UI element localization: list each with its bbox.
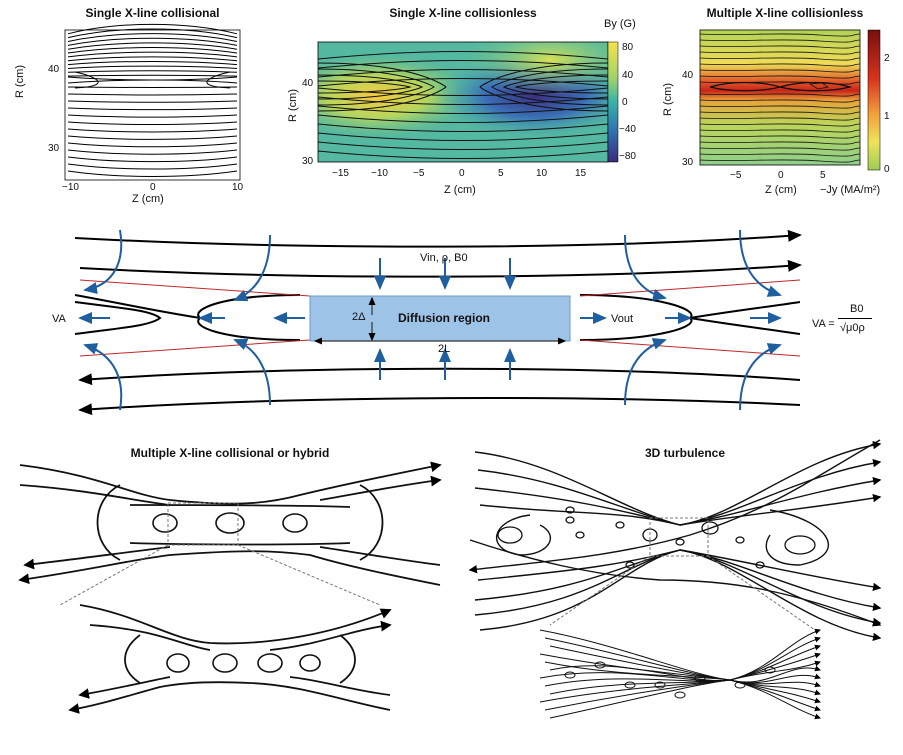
collisionless-colorbar-label: By (G) bbox=[604, 18, 636, 30]
field-line bbox=[68, 66, 237, 68]
plasmoid bbox=[595, 662, 605, 668]
field-line bbox=[68, 61, 237, 64]
panel-title-multiple-collisionless: Multiple X-line collisionless bbox=[700, 6, 870, 20]
multiple-colorbar-label: −Jy (MA/m²) bbox=[820, 184, 880, 196]
field-line bbox=[475, 550, 880, 623]
field-line bbox=[497, 515, 551, 555]
multiple-ytick-30: 30 bbox=[682, 157, 693, 168]
field-line bbox=[75, 72, 98, 88]
field-line bbox=[68, 43, 237, 49]
width-label: 2Δ bbox=[352, 311, 365, 323]
field-line bbox=[68, 129, 237, 132]
field-line bbox=[766, 510, 828, 565]
collisionless-colormap bbox=[318, 42, 608, 162]
field-line bbox=[470, 540, 880, 625]
collisional-ytick-30: 30 bbox=[48, 143, 59, 154]
field-line bbox=[68, 101, 237, 102]
collisionless-xtick: 10 bbox=[536, 168, 547, 179]
multiple-cbar-tick: 2 bbox=[884, 53, 890, 64]
collisionless-xlabel: Z (cm) bbox=[444, 184, 476, 196]
field-line bbox=[68, 38, 237, 45]
field-line bbox=[68, 164, 237, 169]
collisional-field-lines bbox=[65, 30, 240, 180]
collisional-xtick: 0 bbox=[150, 182, 156, 193]
length-label: 2L bbox=[438, 343, 450, 355]
multiple-ytick-40: 40 bbox=[682, 70, 693, 81]
multiple-cbar-tick: 0 bbox=[884, 164, 890, 175]
vout-label: Vout bbox=[611, 313, 633, 325]
collisionless-cbar-tick: −80 bbox=[619, 151, 636, 162]
collisionless-colorbar bbox=[608, 42, 618, 162]
collisionless-cbar-tick: 0 bbox=[622, 97, 628, 108]
field-line bbox=[68, 136, 237, 139]
field-line bbox=[68, 80, 237, 83]
field-line bbox=[545, 662, 820, 680]
inflow-label: Vin, ρ, B0 bbox=[420, 252, 468, 264]
collisionless-xtick: −15 bbox=[332, 168, 349, 179]
field-line bbox=[475, 444, 880, 525]
plasmoid bbox=[565, 672, 575, 678]
multiple-ylabel: R (cm) bbox=[662, 83, 674, 116]
plasmoid bbox=[625, 682, 635, 688]
multiple-xtick: 5 bbox=[820, 170, 826, 181]
multiple-collisionless-colormap bbox=[700, 30, 860, 165]
field-line bbox=[68, 94, 237, 95]
hybrid-diagram bbox=[20, 455, 460, 755]
collisional-xlabel: Z (cm) bbox=[132, 193, 164, 205]
turbulence-diagram bbox=[470, 440, 890, 740]
va-left-label: VA bbox=[52, 313, 66, 325]
field-line bbox=[68, 57, 237, 61]
field-line bbox=[478, 462, 880, 525]
collisionless-ylabel: R (cm) bbox=[287, 89, 299, 122]
field-line bbox=[68, 34, 237, 42]
collisionless-xtick: −10 bbox=[371, 168, 388, 179]
field-line bbox=[68, 115, 237, 117]
va-formula-left: VA = bbox=[812, 318, 835, 330]
multiple-xlabel: Z (cm) bbox=[765, 184, 797, 196]
collisionless-ytick-40: 40 bbox=[302, 78, 313, 89]
field-line bbox=[68, 108, 237, 110]
field-line bbox=[68, 171, 237, 176]
field-line bbox=[207, 72, 230, 88]
multiple-cbar-tick: 1 bbox=[884, 111, 890, 122]
field-line bbox=[68, 75, 237, 76]
va-formula-denominator: √μ0ρ bbox=[840, 322, 865, 334]
collisionless-xtick: −5 bbox=[413, 168, 424, 179]
collisionless-ytick-30: 30 bbox=[302, 156, 313, 167]
field-line bbox=[68, 150, 237, 154]
collisionless-cbar-tick: −40 bbox=[619, 124, 636, 135]
field-line bbox=[68, 122, 237, 125]
panel-title-collisionless: Single X-line collisionless bbox=[318, 6, 608, 20]
multiple-xtick: −5 bbox=[730, 170, 741, 181]
collisional-ylabel: R (cm) bbox=[14, 65, 26, 98]
collisional-xtick: 10 bbox=[232, 182, 243, 193]
collisionless-xtick: 0 bbox=[459, 168, 465, 179]
collisionless-cbar-tick: 40 bbox=[622, 70, 633, 81]
diffusion-region-label: Diffusion region bbox=[398, 311, 490, 325]
field-line bbox=[480, 497, 880, 525]
field-line bbox=[550, 680, 820, 694]
multiple-xtick: 0 bbox=[778, 170, 784, 181]
va-formula-numerator: B0 bbox=[850, 303, 863, 315]
field-line bbox=[68, 71, 237, 73]
field-line bbox=[68, 157, 237, 162]
field-line bbox=[68, 143, 237, 147]
collisional-ytick-40: 40 bbox=[48, 64, 59, 75]
field-line bbox=[470, 440, 880, 570]
field-line bbox=[545, 638, 820, 680]
panel-title-collisional: Single X-line collisional bbox=[65, 6, 240, 20]
va-formula-fraction-bar bbox=[838, 318, 872, 319]
collisionless-xtick: 5 bbox=[498, 168, 504, 179]
collisional-xtick: −10 bbox=[62, 182, 79, 193]
multiple-collisionless-colorbar bbox=[868, 30, 880, 170]
collisionless-xtick: 15 bbox=[575, 168, 586, 179]
field-line bbox=[68, 52, 237, 57]
plasmoid bbox=[675, 692, 685, 698]
collisionless-cbar-tick: 80 bbox=[622, 42, 633, 53]
